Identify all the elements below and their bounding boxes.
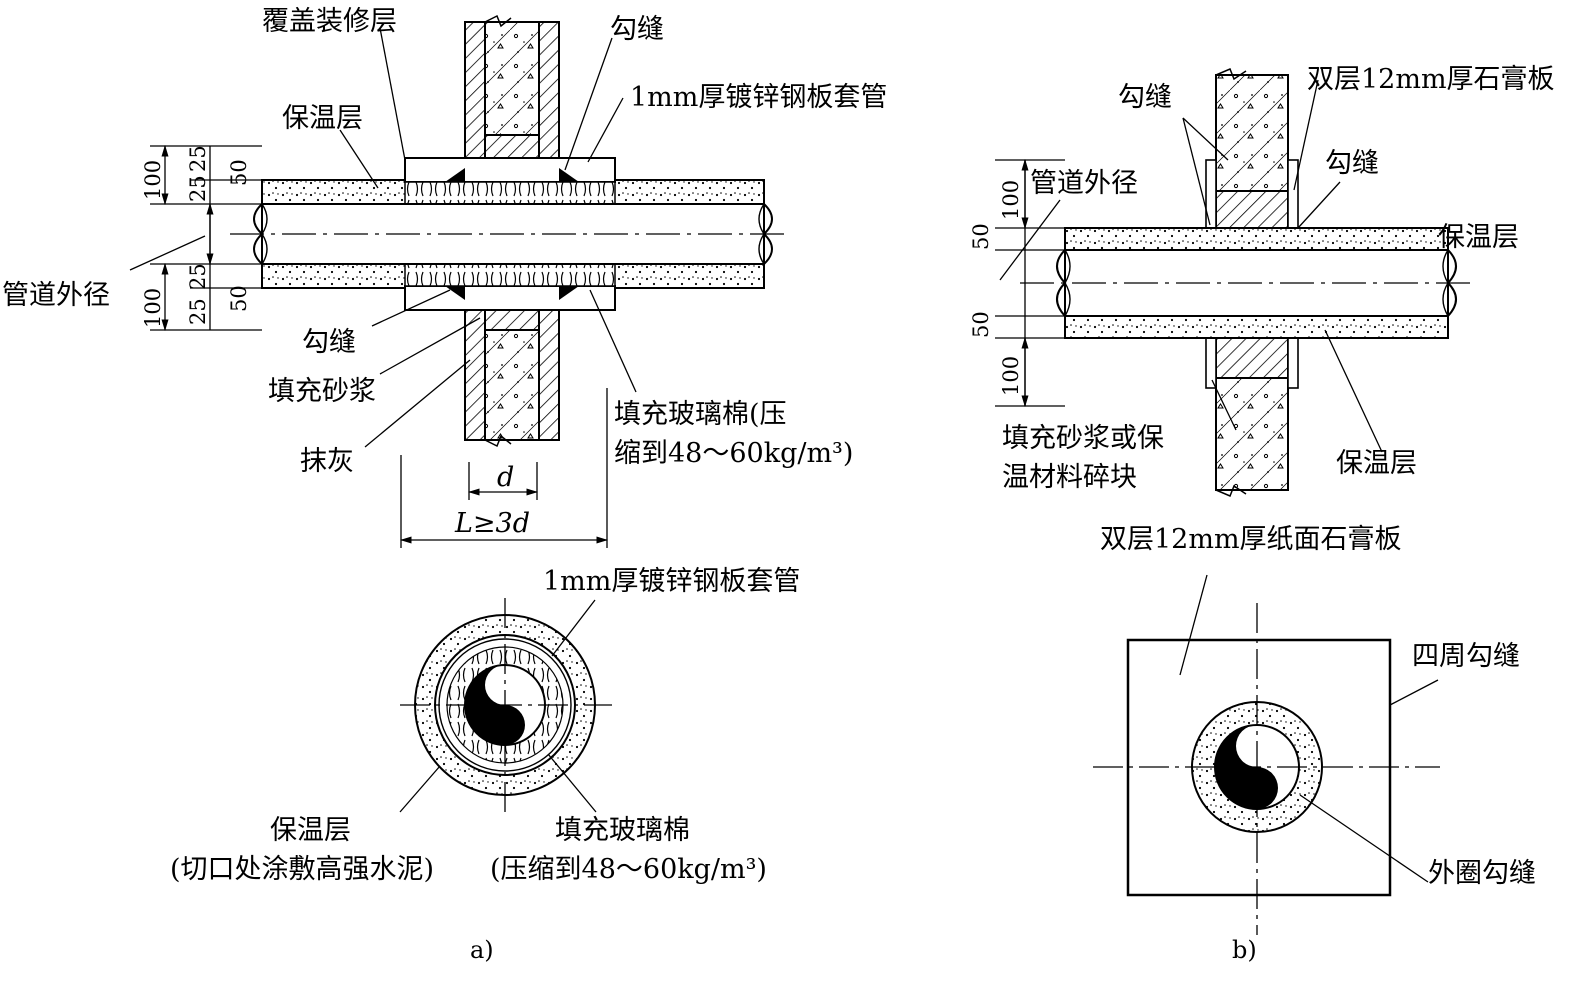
label-a-plaster: 抹灰 (300, 446, 354, 477)
figure-b-elevation (995, 68, 1475, 497)
dim-a-L: L≥3d (454, 508, 530, 539)
label-b-paper-gypsum: 双层12mm厚纸面石膏板 (1100, 524, 1402, 555)
label-b-fill-2: 温材料碎块 (1002, 462, 1137, 493)
label-a-section-wool-1: 填充玻璃棉 (555, 815, 690, 846)
label-a-pipe-od: 管道外径 (2, 280, 110, 311)
label-a-section-wool-2: (压缩到48～60kg/m³) (490, 854, 767, 885)
label-a-joint-top: 勾缝 (610, 14, 664, 45)
dim-a-100-top: 100 (141, 160, 165, 200)
dim-a-25-3: 25 (186, 263, 210, 290)
dim-a-50-bottom: 50 (227, 285, 251, 312)
label-a-section-insulation-2: (切口处涂敷高强水泥) (170, 854, 434, 885)
label-a-section-sleeve: 1mm厚镀锌钢板套管 (543, 566, 800, 597)
label-a-cover-finish: 覆盖装修层 (262, 6, 397, 37)
label-b-fill-1: 填充砂浆或保 (1002, 423, 1164, 454)
label-a-glass-wool-2: 缩到48～60kg/m³) (614, 438, 853, 469)
label-b-insulation-right: 保温层 (1438, 222, 1519, 253)
label-a-joint-bottom: 勾缝 (302, 327, 356, 358)
figure-b-section (1093, 574, 1440, 935)
label-b-insulation-bottom: 保温层 (1336, 448, 1417, 479)
label-b-joint-1: 勾缝 (1118, 82, 1172, 113)
dim-a-25-4: 25 (186, 298, 210, 325)
dim-a-d: d (497, 462, 514, 493)
label-b-gypsum: 双层12mm厚石膏板 (1307, 64, 1555, 95)
label-b-outer-ring-joint: 外圈勾缝 (1428, 858, 1536, 889)
caption-b: b) (1232, 936, 1257, 964)
label-b-pipe-od: 管道外径 (1030, 168, 1138, 199)
dim-b-100-bottom: 100 (999, 356, 1023, 396)
dim-b-100-top: 100 (999, 180, 1023, 220)
dim-a-25-1: 25 (186, 145, 210, 172)
label-a-sleeve: 1mm厚镀锌钢板套管 (630, 82, 887, 113)
label-b-joint-2: 勾缝 (1325, 148, 1379, 179)
dim-a-100-bottom: 100 (141, 288, 165, 328)
label-a-mortar: 填充砂浆 (268, 376, 376, 407)
label-a-insulation: 保温层 (282, 103, 363, 134)
label-b-perimeter-joint: 四周勾缝 (1412, 641, 1520, 672)
dim-a-50-top: 50 (227, 159, 251, 186)
dim-a-25-2: 25 (186, 175, 210, 202)
label-a-section-insulation-1: 保温层 (270, 815, 351, 846)
dim-b-50-top: 50 (969, 223, 993, 250)
dim-b-50-bottom: 50 (969, 311, 993, 338)
caption-a: a) (470, 936, 494, 964)
label-a-glass-wool-1: 填充玻璃棉(压 (614, 399, 787, 430)
figure-a-elevation (129, 14, 790, 548)
figure-a-section (399, 598, 612, 813)
